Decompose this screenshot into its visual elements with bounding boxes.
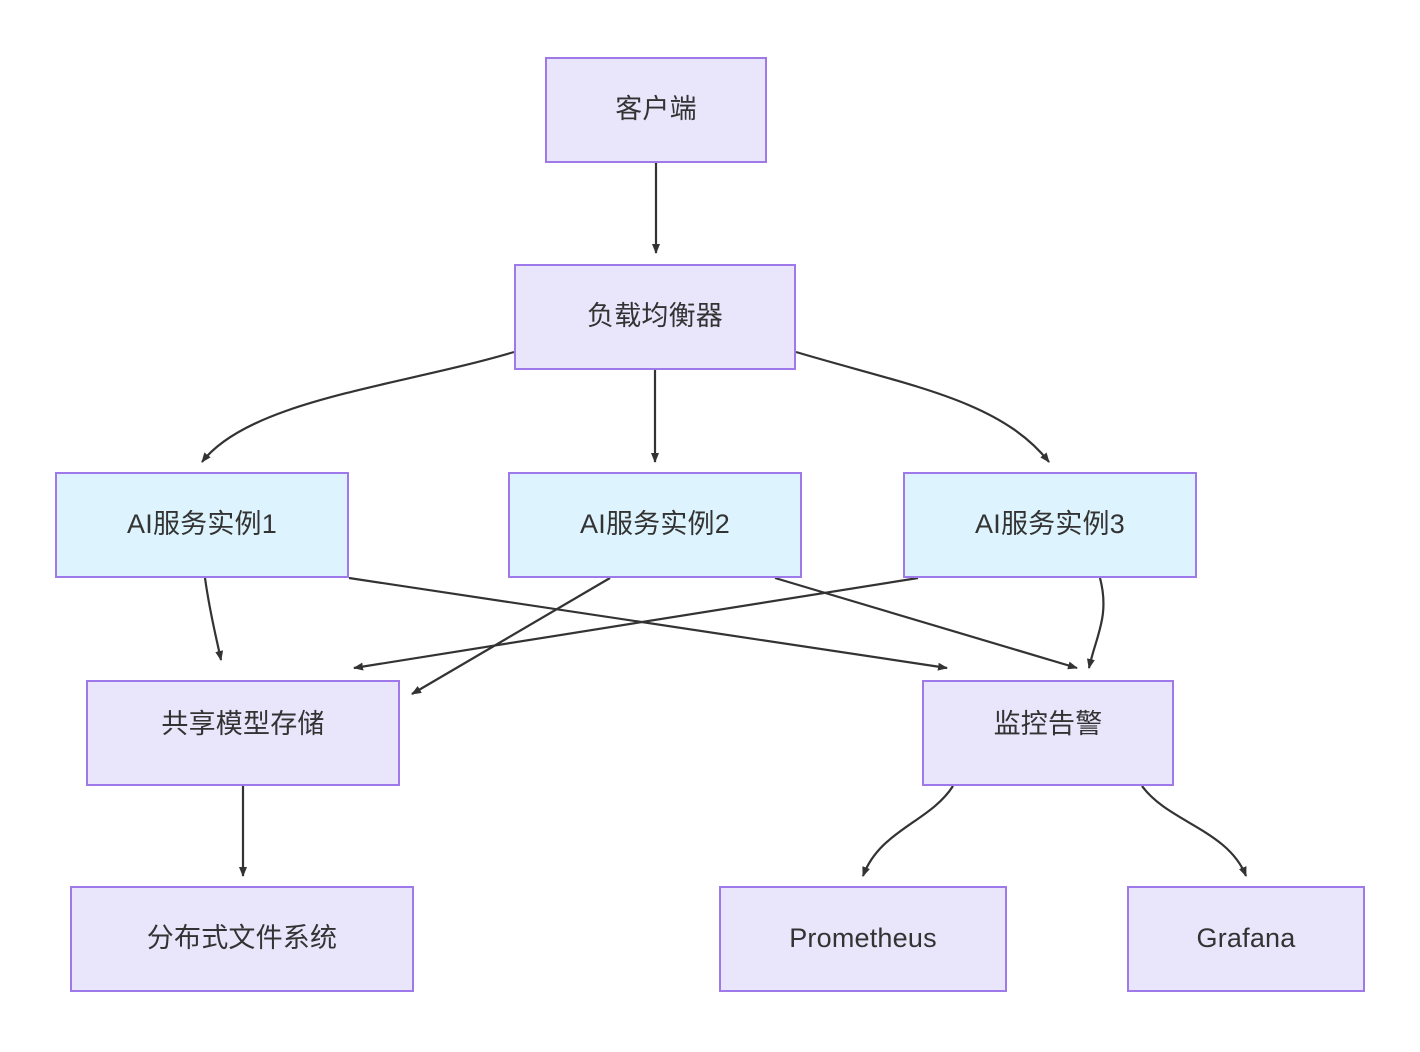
node-ai-service-instance-3-label: AI服务实例3 bbox=[975, 509, 1125, 540]
node-prometheus-label: Prometheus bbox=[789, 923, 937, 954]
node-load-balancer-label: 负载均衡器 bbox=[587, 301, 723, 332]
node-grafana-label: Grafana bbox=[1196, 923, 1296, 954]
node-distributed-file-system[interactable]: 分布式文件系统 bbox=[70, 886, 414, 992]
node-distributed-file-system-label: 分布式文件系统 bbox=[146, 923, 338, 954]
edge-lb-ai3 bbox=[795, 350, 1050, 463]
node-prometheus[interactable]: Prometheus bbox=[719, 886, 1007, 992]
node-shared-model-storage[interactable]: 共享模型存储 bbox=[86, 680, 400, 786]
node-load-balancer[interactable]: 负载均衡器 bbox=[514, 264, 796, 370]
edge-ai3-monitoring bbox=[1087, 577, 1105, 669]
node-ai-service-instance-2-label: AI服务实例2 bbox=[580, 509, 730, 540]
node-ai-service-instance-1-label: AI服务实例1 bbox=[127, 509, 277, 540]
node-monitoring-alerting-label: 监控告警 bbox=[993, 709, 1103, 740]
node-monitoring-alerting[interactable]: 监控告警 bbox=[922, 680, 1174, 786]
edge-ai1-storage bbox=[203, 577, 224, 661]
node-ai-service-instance-3[interactable]: AI服务实例3 bbox=[903, 472, 1197, 578]
node-ai-service-instance-1[interactable]: AI服务实例1 bbox=[55, 472, 349, 578]
edge-lb-ai1 bbox=[201, 350, 515, 463]
edge-ai2-monitoring bbox=[774, 576, 1078, 670]
node-shared-model-storage-label: 共享模型存储 bbox=[161, 709, 325, 740]
edge-monitoring-grafana bbox=[1141, 785, 1248, 877]
node-grafana[interactable]: Grafana bbox=[1127, 886, 1365, 992]
node-ai-service-instance-2[interactable]: AI服务实例2 bbox=[508, 472, 802, 578]
edge-ai1-monitoring bbox=[348, 576, 948, 671]
node-client-label: 客户端 bbox=[615, 94, 697, 125]
edge-ai2-storage bbox=[411, 577, 611, 695]
edge-ai3-storage bbox=[353, 576, 919, 671]
edge-monitoring-prom bbox=[861, 785, 954, 877]
node-client[interactable]: 客户端 bbox=[545, 57, 767, 163]
